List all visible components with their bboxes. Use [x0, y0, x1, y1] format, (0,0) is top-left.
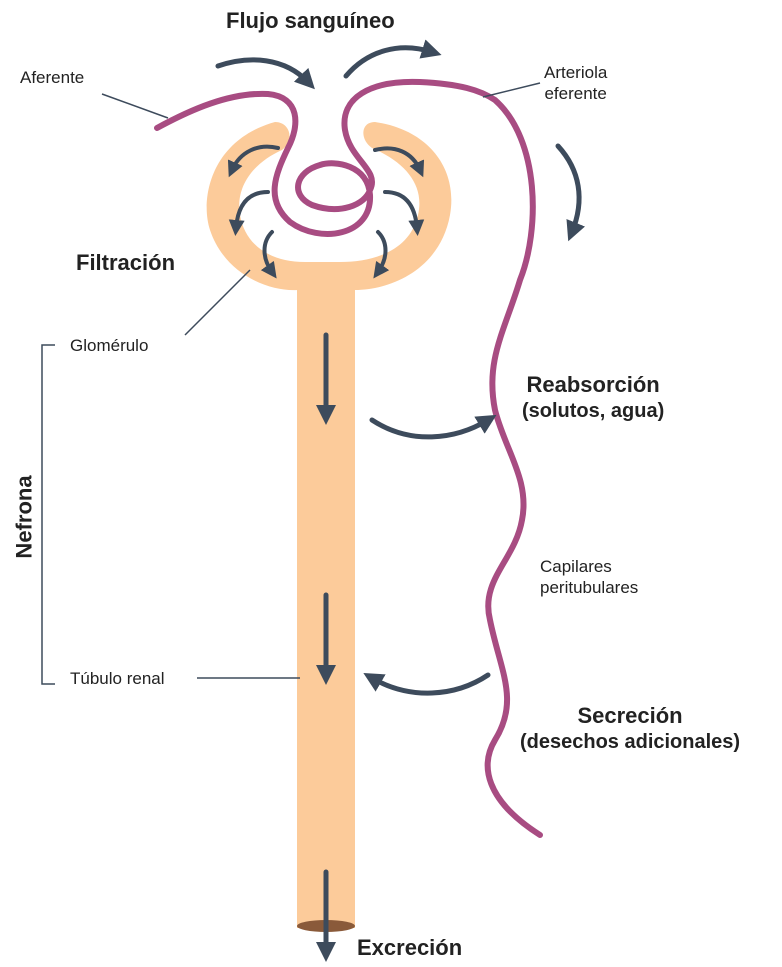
label-secrecion-group: Secreción (desechos adicionales) [520, 703, 740, 755]
label-excrecion: Excreción [357, 935, 462, 961]
label-aferente: Aferente [20, 67, 84, 88]
label-glomerulo: Glomérulo [70, 335, 148, 356]
label-tubulo-renal: Túbulo renal [70, 668, 165, 689]
label-arteriola-line2: eferente [544, 83, 607, 104]
label-secrecion-sub: (desechos adicionales) [520, 729, 740, 755]
label-reabsorcion-sub: (solutos, agua) [522, 398, 664, 424]
label-arteriola-line1: Arteriola [544, 62, 607, 83]
label-secrecion: Secreción [520, 703, 740, 729]
reabsorption-arrow [372, 420, 488, 437]
label-reabsorcion-group: Reabsorción (solutos, agua) [522, 372, 664, 424]
filtration-arrow-5 [385, 192, 417, 228]
flow-arrow-in [218, 60, 308, 82]
label-nefrona: Nefrona [12, 475, 38, 558]
label-arteriola-eferente: Arteriola eferente [544, 62, 607, 104]
leader-aferente [102, 94, 168, 118]
flow-arrow-down-right [558, 146, 579, 232]
label-filtracion: Filtración [76, 250, 175, 276]
label-capilares-line1: Capilares [540, 556, 638, 577]
flow-arrow-out [346, 48, 432, 76]
leader-glomerulo [185, 270, 250, 335]
label-capilares-peritubulares: Capilares peritubulares [540, 556, 638, 598]
nefrona-bracket [42, 345, 55, 684]
leader-arteriola [483, 83, 540, 97]
secretion-arrow [372, 675, 488, 693]
label-flujo-sanguineo: Flujo sanguíneo [226, 8, 395, 34]
label-capilares-line2: peritubulares [540, 577, 638, 598]
label-reabsorcion: Reabsorción [522, 372, 664, 398]
